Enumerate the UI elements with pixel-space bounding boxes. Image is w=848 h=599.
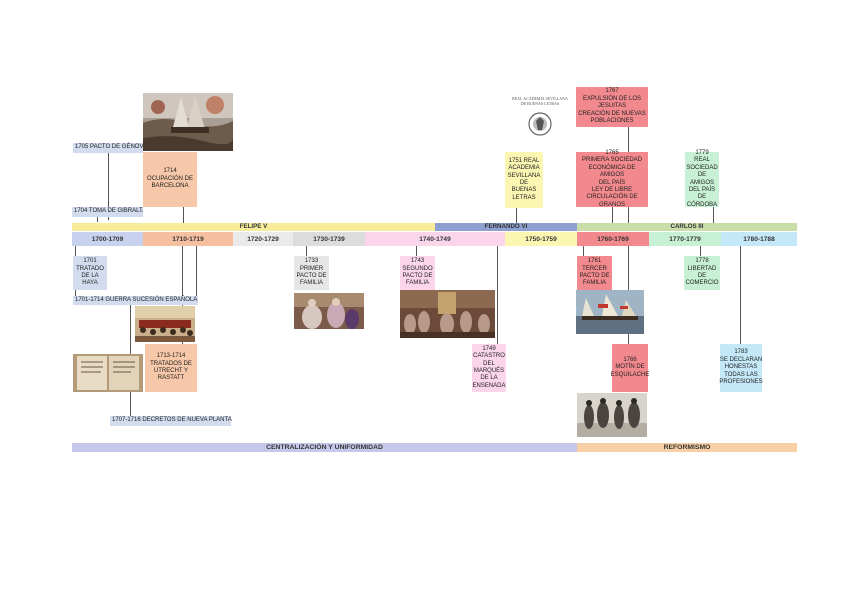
event-1704-toma-gibraltar: 1704 TOMA DE GIBRALTAR bbox=[72, 207, 143, 217]
decade-cell: 1760-1769 bbox=[577, 232, 649, 246]
decade-cell: 1770-1779 bbox=[649, 232, 721, 246]
connector-line bbox=[183, 207, 184, 224]
reign-carlos-iii: CARLOS III bbox=[577, 223, 797, 231]
event-1765-sociedad-economica: 1765 PRIMERA SOCIEDAD ECONÓMICA DE AMIGO… bbox=[576, 152, 648, 207]
treaty-meeting-image bbox=[135, 306, 195, 342]
event-1701-1714-guerra-sucesion: 1701-1714 GUERRA SUCESIÓN ESPAÑOLA bbox=[73, 296, 198, 305]
connector-line bbox=[713, 207, 714, 224]
reign-fernando-vi: FERNANDO VI bbox=[435, 223, 577, 231]
connector-line bbox=[516, 208, 517, 224]
decade-cell: 1750-1759 bbox=[505, 232, 577, 246]
naval-battle-image bbox=[143, 93, 233, 151]
period-reformismo: REFORMISMO bbox=[577, 443, 797, 452]
academy-logo-text: REAL ACADEMIA SEVILLANA DE BUENAS LETRAS bbox=[512, 96, 568, 106]
period-centralizacion: CENTRALIZACIÓN Y UNIFORMIDAD bbox=[72, 443, 577, 452]
event-1761-tercer-pacto: 1761 TERCER PACTO DE FAMILIA bbox=[577, 256, 612, 290]
decade-cell: 1720-1729 bbox=[233, 232, 293, 246]
connector-line bbox=[416, 246, 417, 256]
decade-cell: 1710-1719 bbox=[143, 232, 233, 246]
connector-line bbox=[306, 246, 307, 256]
academy-logo: REAL ACADEMIA SEVILLANA DE BUENAS LETRAS bbox=[512, 96, 568, 142]
event-1705-pacto-genova: 1705 PACTO DE GÉNOVA bbox=[73, 143, 143, 153]
event-1766-motin-esquilache: 1766 MOTÍN DE ESQUILACHE bbox=[612, 344, 648, 392]
court-scene-image bbox=[400, 290, 495, 338]
connector-line bbox=[740, 246, 741, 344]
decade-cell: 1730-1739 bbox=[293, 232, 365, 246]
event-1733-primer-pacto: 1733 PRIMER PACTO DE FAMILIA bbox=[294, 256, 329, 290]
event-1779-sociedad-cordoba: 1779 REAL SOCIEDAD DE AMIGOS DEL PAÍS DE… bbox=[685, 152, 719, 207]
event-1751-real-academia: 1751 REAL ACADEMIA SEVILLANA DE BUENAS L… bbox=[505, 152, 543, 208]
event-1778-libertad-comercio: 1778 LIBERTAD DE COMERCIO bbox=[684, 256, 720, 290]
old-book-image bbox=[73, 354, 143, 392]
decade-cell: 1780-1788 bbox=[721, 232, 797, 246]
connector-line bbox=[196, 246, 197, 298]
connector-line bbox=[497, 246, 498, 344]
riot-engraving-image bbox=[577, 393, 647, 437]
event-1749-catastro-ensenada: 1749 CATASTRO DEL MARQUÉS DE LA ENSENADA bbox=[472, 344, 506, 392]
connector-line bbox=[583, 246, 584, 256]
decade-cell: 1740-1749 bbox=[365, 232, 505, 246]
connector-line bbox=[700, 246, 701, 256]
reign-felipe-v: FELIPE V bbox=[72, 223, 435, 231]
event-1767-expulsion-jesuitas: 1767 EXPULSIÓN DE LOS JESUITAS CREACIÓN … bbox=[576, 87, 648, 127]
naval-painting-image bbox=[576, 290, 644, 334]
royal-family-portrait-image bbox=[294, 293, 364, 329]
connector-line bbox=[612, 207, 613, 224]
event-1714-ocupacion-barcelona: 1714 OCUPACIÓN DE BARCELONA bbox=[143, 152, 197, 207]
event-1743-segundo-pacto: 1743 SEGUNDO PACTO DE FAMILIA bbox=[400, 256, 435, 290]
event-1783-honestas-profesiones: 1783 SE DECLARAN HONESTAS TODAS LAS PROF… bbox=[720, 344, 762, 392]
decade-cell: 1700-1709 bbox=[72, 232, 143, 246]
event-1707-1716-nueva-planta: 1707-1716 DECRETOS DE NUEVA PLANTA bbox=[110, 416, 231, 426]
event-1713-tratados-utrecht: 1713-1714 TRATADOS DE UTRECHT Y RASTATT bbox=[145, 344, 197, 392]
event-1701-tratado-haya: 1701 TRATADO DE LA HAYA bbox=[73, 256, 107, 290]
